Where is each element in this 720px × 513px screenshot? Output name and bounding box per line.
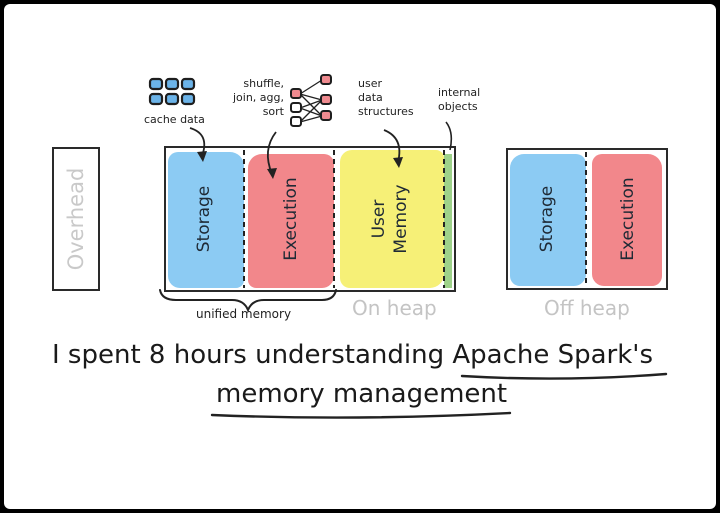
arrow-head-user bbox=[393, 157, 403, 168]
user-memory-fill bbox=[340, 150, 444, 288]
arrow-head-cache bbox=[197, 151, 207, 162]
arrow-internal-to-fill bbox=[445, 121, 453, 151]
overhead-box bbox=[52, 147, 100, 291]
on-heap-outline bbox=[164, 146, 456, 292]
internal-objects-fill bbox=[444, 154, 452, 288]
headline-underline-2 bbox=[210, 411, 512, 419]
cache-data-icon bbox=[148, 77, 196, 106]
diagram-canvas: Overhead bbox=[4, 4, 716, 509]
cache-data-annotation: cache data bbox=[144, 113, 205, 126]
off-heap-execution-fill bbox=[592, 154, 662, 286]
unified-memory-brace bbox=[159, 289, 337, 313]
headline-line-1-emphasis: Apache Spark's bbox=[452, 340, 653, 370]
internal-objects-annotation: internal objects bbox=[438, 86, 481, 113]
on-heap-storage-label: Storage bbox=[194, 185, 214, 253]
off-heap-execution-label: Execution bbox=[618, 177, 638, 261]
user-memory-label: User Memory bbox=[369, 184, 411, 254]
arrow-head-shuffle bbox=[267, 168, 277, 179]
off-heap-outline bbox=[506, 148, 668, 290]
on-heap-execution-label: Execution bbox=[281, 177, 301, 261]
on-heap-execution-fill bbox=[248, 154, 334, 288]
on-heap-caption: On heap bbox=[352, 296, 437, 320]
unified-memory-caption: unified memory bbox=[196, 307, 292, 321]
diagram-strokes bbox=[148, 74, 668, 419]
user-data-annotation: user data structures bbox=[358, 77, 414, 118]
shuffle-annotation: shuffle, join, agg, sort bbox=[232, 77, 284, 118]
headline-line-1: I spent 8 hours understanding Apache Spa… bbox=[52, 340, 653, 370]
off-heap-storage-label: Storage bbox=[537, 185, 557, 253]
on-heap-storage-fill bbox=[168, 152, 244, 288]
arrow-shuffle-to-execution bbox=[266, 131, 277, 175]
off-heap-storage-fill bbox=[510, 154, 586, 286]
shuffle-network-icon bbox=[290, 74, 332, 127]
headline-underline-1 bbox=[460, 372, 668, 380]
off-heap-caption: Off heap bbox=[544, 296, 630, 320]
headline-line-1-plain: I spent 8 hours understanding bbox=[52, 340, 453, 370]
headline-line-2: memory management bbox=[216, 379, 508, 409]
arrow-user-to-memory bbox=[383, 129, 401, 163]
